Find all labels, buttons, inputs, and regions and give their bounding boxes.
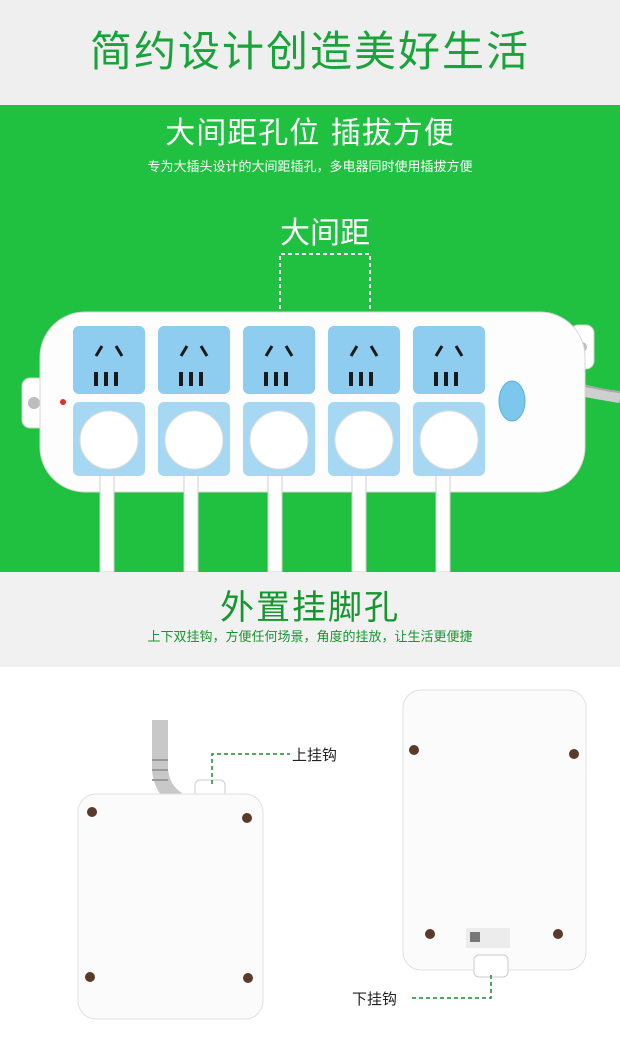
lower-hook-label: 下挂钩: [352, 990, 398, 1008]
lower-hook-leader: [412, 975, 492, 999]
strip-back-right: [402, 689, 587, 978]
lower-hook-tab: [473, 954, 509, 978]
power-switch: [498, 380, 526, 422]
upper-hook-label: 上挂钩: [292, 746, 338, 764]
hook-subtitle: 上下双挂钩，方便任何场景，角度的挂放，让生活更便捷: [147, 630, 473, 645]
top-banner: [0, 0, 620, 105]
socket-group: [73, 326, 485, 476]
spacing-title: 大间距孔位 插拔方便: [165, 116, 455, 151]
socket-3: [243, 326, 315, 476]
socket-4: [328, 326, 400, 476]
indicator-light: [60, 399, 66, 405]
spacing-subtitle: 专为大插头设计的大间距插孔，多电器同时使用插拔方便: [147, 160, 473, 175]
hook-feature-panel: [0, 572, 620, 667]
upper-hook-leader: [211, 753, 290, 784]
socket-1: [73, 326, 145, 476]
socket-2: [158, 326, 230, 476]
strip-back-left: [77, 720, 264, 1020]
hook-title: 外置挂脚孔: [220, 588, 400, 628]
page-headline: 简约设计创造美好生活: [89, 27, 530, 76]
gap-label: 大间距: [280, 216, 370, 251]
socket-5: [413, 326, 485, 476]
spacing-bracket: [279, 253, 371, 330]
